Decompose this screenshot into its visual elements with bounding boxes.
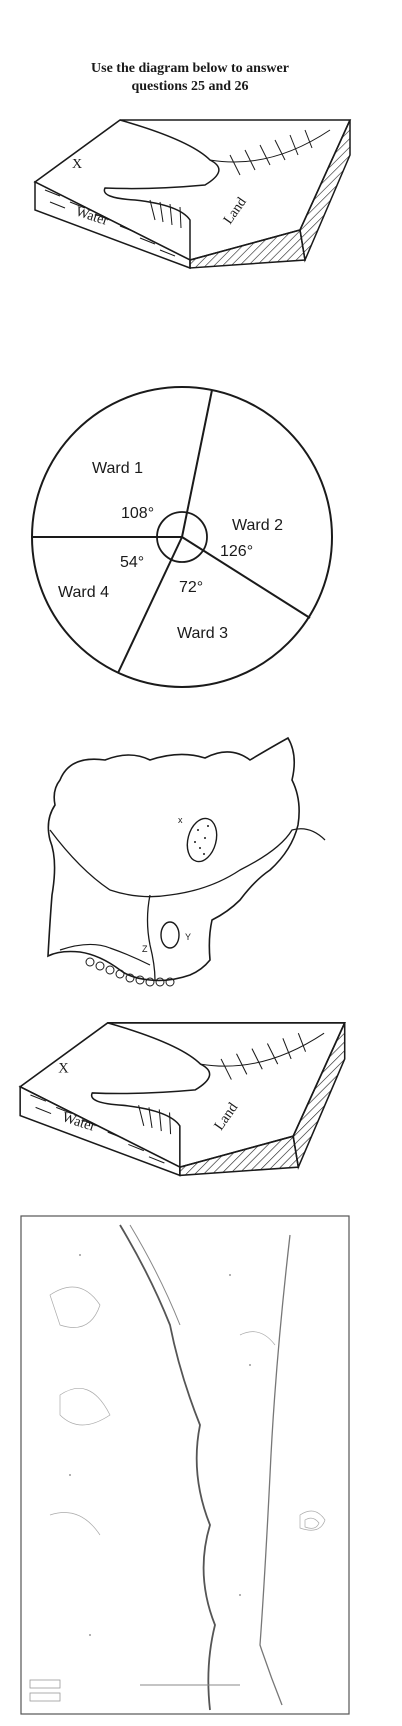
- topographic-map: [20, 1215, 350, 1715]
- angle-ward-1: 108°: [121, 505, 154, 522]
- ward-2-label: Ward 2: [232, 517, 283, 534]
- ward-4-label: Ward 4: [58, 584, 109, 601]
- pie-divider-3: [117, 536, 183, 674]
- marker-x-2: X: [58, 1060, 69, 1076]
- heading-line-2: questions 25 and 26: [131, 79, 249, 94]
- heading-line-1: Use the diagram below to answer: [91, 61, 289, 76]
- map-label-y: Y: [185, 932, 191, 942]
- ward-1-label: Ward 1: [92, 460, 143, 477]
- block-diagram-top: X Water Land: [33, 119, 352, 270]
- marker-x: X: [72, 157, 82, 172]
- map-label-x: x: [178, 815, 183, 825]
- angle-ward-3: 72°: [179, 579, 203, 596]
- wards-pie-chart: Ward 1 Ward 2 Ward 3 Ward 4 108° 126° 72…: [31, 386, 333, 688]
- block-diagram-bottom: X Water Land: [18, 1022, 346, 1177]
- angle-ward-4: 54°: [120, 554, 144, 571]
- outline-map: x Y Z: [47, 736, 326, 987]
- pie-divider-1: [181, 389, 213, 538]
- map-label-z: Z: [142, 944, 148, 954]
- ward-3-label: Ward 3: [177, 625, 228, 642]
- pie-divider-2: [181, 536, 311, 619]
- angle-ward-2: 126°: [220, 543, 253, 560]
- question-heading: Use the diagram below to answer question…: [60, 60, 320, 96]
